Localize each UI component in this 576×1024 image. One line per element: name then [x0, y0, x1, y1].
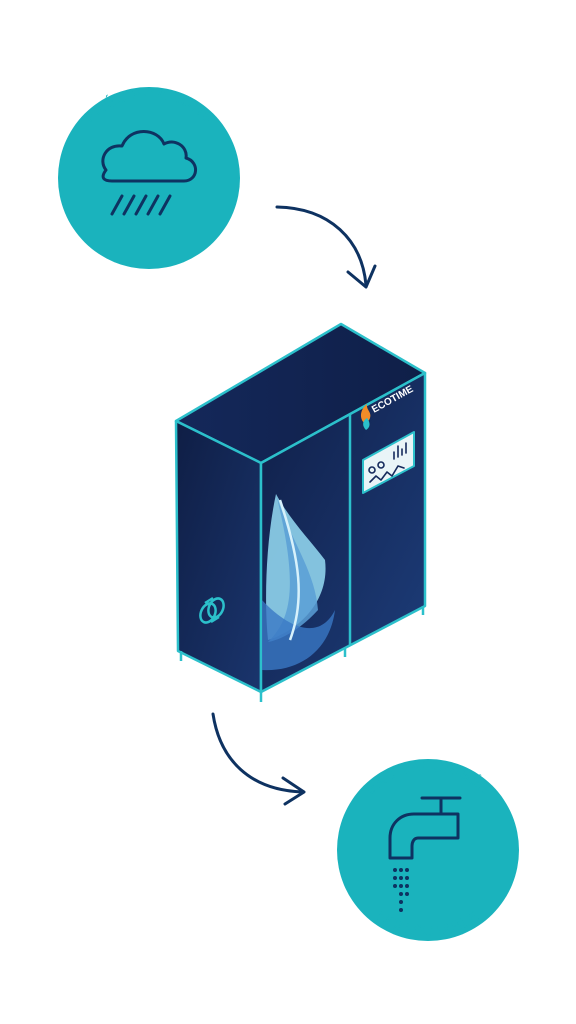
control-display-icon: [362, 431, 415, 494]
rain-cloud-icon: [101, 130, 197, 216]
valorised-water-badge: EAU VALORISÉE NON POTABLE: [337, 758, 519, 941]
arrow-to-tap-icon: [211, 712, 306, 806]
water-drop-graphic: [262, 494, 335, 671]
water-tap-icon: [388, 796, 462, 860]
arrow-to-unit-icon: [275, 205, 377, 289]
precipitation-badge: PRÉCIPITATIONS: [58, 85, 240, 269]
flame-drop-logo: [360, 404, 371, 430]
tap-circle: [337, 759, 519, 941]
water-droplets-icon: [393, 868, 409, 912]
precipitation-circle: [58, 87, 240, 269]
unit-left-face: [174, 419, 263, 694]
ecotime-unit: ECOTIME: [174, 322, 427, 702]
side-port-icon: [199, 596, 225, 624]
